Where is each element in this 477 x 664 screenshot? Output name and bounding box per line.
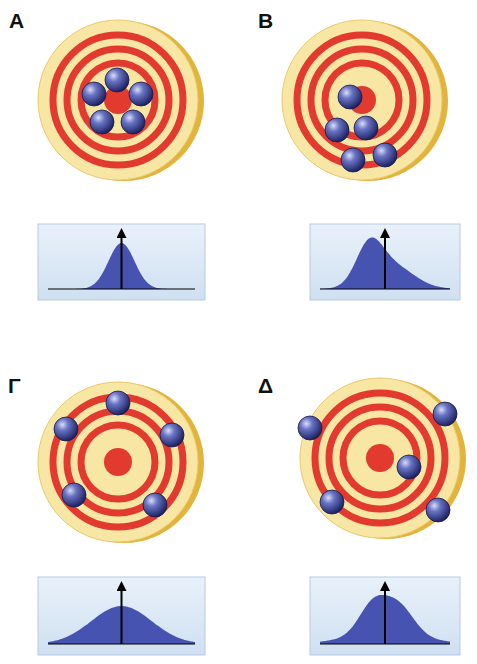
ball [105,68,129,92]
panel-letter: Γ [8,375,21,396]
ball [160,423,184,447]
plot-panel [38,577,205,655]
target-ring [329,407,431,509]
ball [129,82,153,106]
bullseye [366,444,394,472]
ball [426,498,450,522]
ball [341,148,365,172]
target-face [38,20,198,180]
ball [54,417,78,441]
target-face [300,378,460,538]
panel-letter: Β [258,10,273,31]
target-ring [297,35,427,165]
distribution-plot [38,577,205,655]
target-ring [67,49,169,151]
ball [90,110,114,134]
ball [143,493,167,517]
ball [82,82,106,106]
target [298,378,466,539]
target [282,20,448,181]
target [38,20,204,181]
true-value-arrow [121,586,123,644]
true-value-arrow [121,233,123,289]
ball [106,391,130,415]
ball [298,416,322,440]
ball [62,483,86,507]
distribution-plot [310,224,460,300]
ball [338,85,362,109]
panel-letter: Α [9,10,24,31]
distribution-plot [38,224,205,300]
target-ring [53,397,183,527]
plot-panel [38,224,205,300]
target-ring [81,63,155,137]
plot-panel [310,577,460,655]
target-ring [311,49,413,151]
target-ring [315,393,445,523]
ball [373,143,397,167]
target-ring [81,425,155,499]
target [38,382,204,543]
ball [320,490,344,514]
true-value-arrow [384,233,386,289]
target-face [282,20,442,180]
ball [433,402,457,426]
ball [397,455,421,479]
target-ring [53,35,183,165]
bullseye [104,448,132,476]
panel-letter: Δ [258,375,273,396]
true-value-arrow [384,586,386,644]
target-face [38,382,198,542]
plot-panel [310,224,460,300]
ball [354,116,378,140]
ball [325,118,349,142]
distribution-plot [310,577,460,655]
ball [121,110,145,134]
